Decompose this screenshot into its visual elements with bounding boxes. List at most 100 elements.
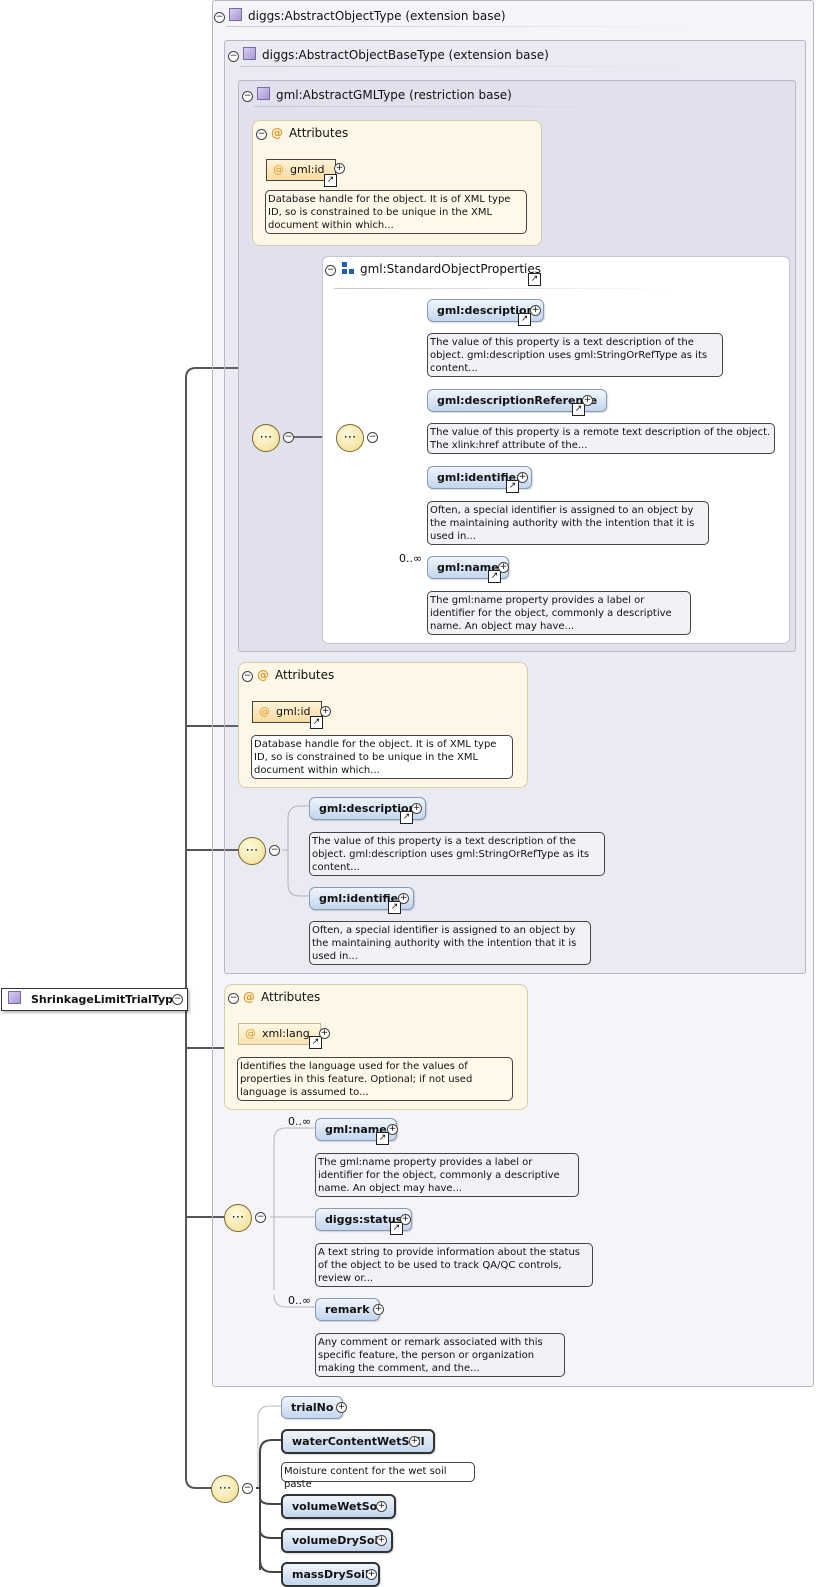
attributes-label: Attributes (261, 990, 321, 1004)
gml-description-doc: The value of this property is a text des… (427, 333, 723, 377)
expand-plus-icon[interactable]: + (376, 1501, 387, 1512)
gml-id-doc: Database handle for the object. It is of… (251, 735, 513, 779)
gml-id-attribute[interactable]: @ gml:id (252, 701, 322, 723)
reference-arrow-icon[interactable]: ↗ (324, 174, 337, 187)
expand-plus-icon[interactable]: + (336, 1402, 347, 1413)
expand-plus-icon[interactable]: + (498, 562, 509, 573)
collapse-icon[interactable]: − (256, 129, 267, 140)
volume-dry-soil-element[interactable]: volumeDrySoil (281, 1528, 393, 1553)
gml-attributes-header[interactable]: −@ Attributes (256, 126, 348, 140)
expand-plus-icon[interactable]: + (409, 1436, 420, 1447)
reference-arrow-icon[interactable]: ↗ (400, 811, 413, 824)
attributes-label: Attributes (289, 126, 349, 140)
sequence-compositor-icon[interactable]: ⋯ (252, 424, 280, 452)
sequence-compositor-icon[interactable]: ⋯ (336, 424, 364, 452)
complex-type-icon (257, 87, 270, 100)
gml-description-element[interactable]: gml:description (427, 299, 545, 322)
reference-arrow-icon[interactable]: ↗ (528, 273, 541, 286)
attribute-icon: @ (259, 705, 270, 718)
gml-identifier-element[interactable]: gml:identifier (427, 466, 532, 489)
abstract-object-type-label: diggs:AbstractObjectType (extension base… (248, 9, 506, 23)
complex-type-icon (243, 47, 256, 60)
water-content-wet-soil-element[interactable]: waterContentWetSoil (281, 1429, 436, 1454)
occurrence-label: 0..∞ (399, 552, 423, 565)
abstract-gml-type-header[interactable]: −gml:AbstractGMLType (restriction base) (242, 87, 512, 102)
diggs-status-element[interactable]: diggs:status (315, 1208, 413, 1231)
gml-description-doc: The value of this property is a text des… (309, 832, 605, 876)
collapse-icon[interactable]: − (242, 671, 253, 682)
standard-object-properties-label: gml:StandardObjectProperties (360, 262, 542, 276)
gml-identifier-element[interactable]: gml:identifier (309, 887, 414, 910)
expand-plus-icon[interactable]: + (411, 803, 422, 814)
mass-dry-soil-element[interactable]: massDrySoil (281, 1562, 380, 1587)
group-icon (342, 262, 354, 274)
gml-description-reference-doc: The value of this property is a remote t… (427, 423, 775, 454)
abstract-object-type-header[interactable]: − diggs:AbstractObjectType (extension bas… (214, 8, 506, 23)
expand-plus-icon[interactable]: + (582, 395, 593, 406)
collapse-icon[interactable]: − (325, 265, 336, 276)
collapse-icon[interactable]: − (214, 12, 225, 23)
collapse-icon[interactable]: − (255, 1212, 266, 1223)
gml-identifier-doc: Often, a special identifier is assigned … (427, 501, 709, 545)
gml-id-label: gml:id (290, 163, 325, 176)
gml-id-attribute[interactable]: @gml:id (266, 159, 336, 181)
root-type-node[interactable]: ShrinkageLimitTrialType (1, 988, 188, 1011)
reference-arrow-icon[interactable]: ↗ (310, 716, 323, 729)
reference-arrow-icon[interactable]: ↗ (388, 901, 401, 914)
reference-arrow-icon[interactable]: ↗ (376, 1132, 389, 1145)
reference-arrow-icon[interactable]: ↗ (309, 1036, 322, 1049)
expand-plus-icon[interactable]: + (334, 163, 345, 174)
gml-description-reference-element[interactable]: gml:descriptionReference (427, 389, 608, 412)
xml-lang-label: xml:lang (262, 1027, 310, 1040)
expand-plus-icon[interactable]: + (320, 706, 331, 717)
expand-plus-icon[interactable]: + (517, 472, 528, 483)
collapse-icon[interactable]: − (228, 993, 239, 1004)
reference-arrow-icon[interactable]: ↗ (572, 403, 585, 416)
standard-object-properties-header[interactable]: − gml:StandardObjectProperties (325, 262, 541, 276)
collapse-icon[interactable]: − (283, 432, 294, 443)
reference-arrow-icon[interactable]: ↗ (506, 480, 519, 493)
sequence-compositor-icon[interactable]: ⋯ (238, 837, 266, 865)
abstract-object-base-type-header[interactable]: −diggs:AbstractObjectBaseType (extension… (228, 47, 549, 62)
collapse-icon[interactable]: − (228, 51, 239, 62)
attribute-icon: @ (243, 990, 255, 1004)
expand-plus-icon[interactable]: + (373, 1304, 384, 1315)
reference-arrow-icon[interactable]: ↗ (518, 313, 531, 326)
xml-lang-doc: Identifies the language used for the val… (237, 1057, 513, 1101)
collapse-icon[interactable]: − (242, 91, 253, 102)
expand-plus-icon[interactable]: + (319, 1028, 330, 1039)
expand-plus-icon[interactable]: + (400, 1214, 411, 1225)
expand-plus-icon[interactable]: + (376, 1535, 387, 1546)
root-type-label: ShrinkageLimitTrialType (31, 993, 181, 1006)
attribute-icon: @ (271, 126, 283, 140)
collapse-icon[interactable]: − (242, 1483, 253, 1494)
xml-lang-attribute[interactable]: @xml:lang (238, 1023, 321, 1045)
collapse-icon[interactable]: − (367, 432, 378, 443)
reference-arrow-icon[interactable]: ↗ (488, 570, 501, 583)
occurrence-label: 0..∞ (288, 1294, 312, 1307)
expand-plus-icon[interactable]: + (530, 305, 541, 316)
gml-id-label: gml:id (276, 705, 311, 718)
attribute-icon: @ (257, 668, 269, 682)
expand-plus-icon[interactable]: + (366, 1569, 377, 1580)
collapse-icon[interactable]: − (172, 994, 183, 1005)
diggs-status-doc: A text string to provide information abo… (315, 1243, 593, 1287)
expand-plus-icon[interactable]: + (398, 893, 409, 904)
gml-name-doc: The gml:name property provides a label o… (315, 1153, 579, 1197)
occurrence-label: 0..∞ (288, 1115, 312, 1128)
reference-arrow-icon[interactable]: ↗ (390, 1222, 403, 1235)
gml-name-doc: The gml:name property provides a label o… (427, 591, 691, 635)
expand-plus-icon[interactable]: + (387, 1124, 398, 1135)
remark-element[interactable]: remark (315, 1298, 380, 1321)
divider (226, 26, 686, 27)
sequence-compositor-icon[interactable]: ⋯ (224, 1204, 252, 1232)
divider (254, 106, 654, 107)
trial-no-element[interactable]: trialNo (281, 1396, 344, 1419)
gml-description-element[interactable]: gml:description (309, 797, 427, 820)
collapse-icon[interactable]: − (269, 845, 280, 856)
object-attributes-header[interactable]: −@ Attributes (228, 990, 320, 1004)
base-attributes-header[interactable]: −@Attributes (242, 668, 334, 682)
divider (334, 288, 674, 289)
sequence-compositor-icon[interactable]: ⋯ (211, 1475, 239, 1503)
